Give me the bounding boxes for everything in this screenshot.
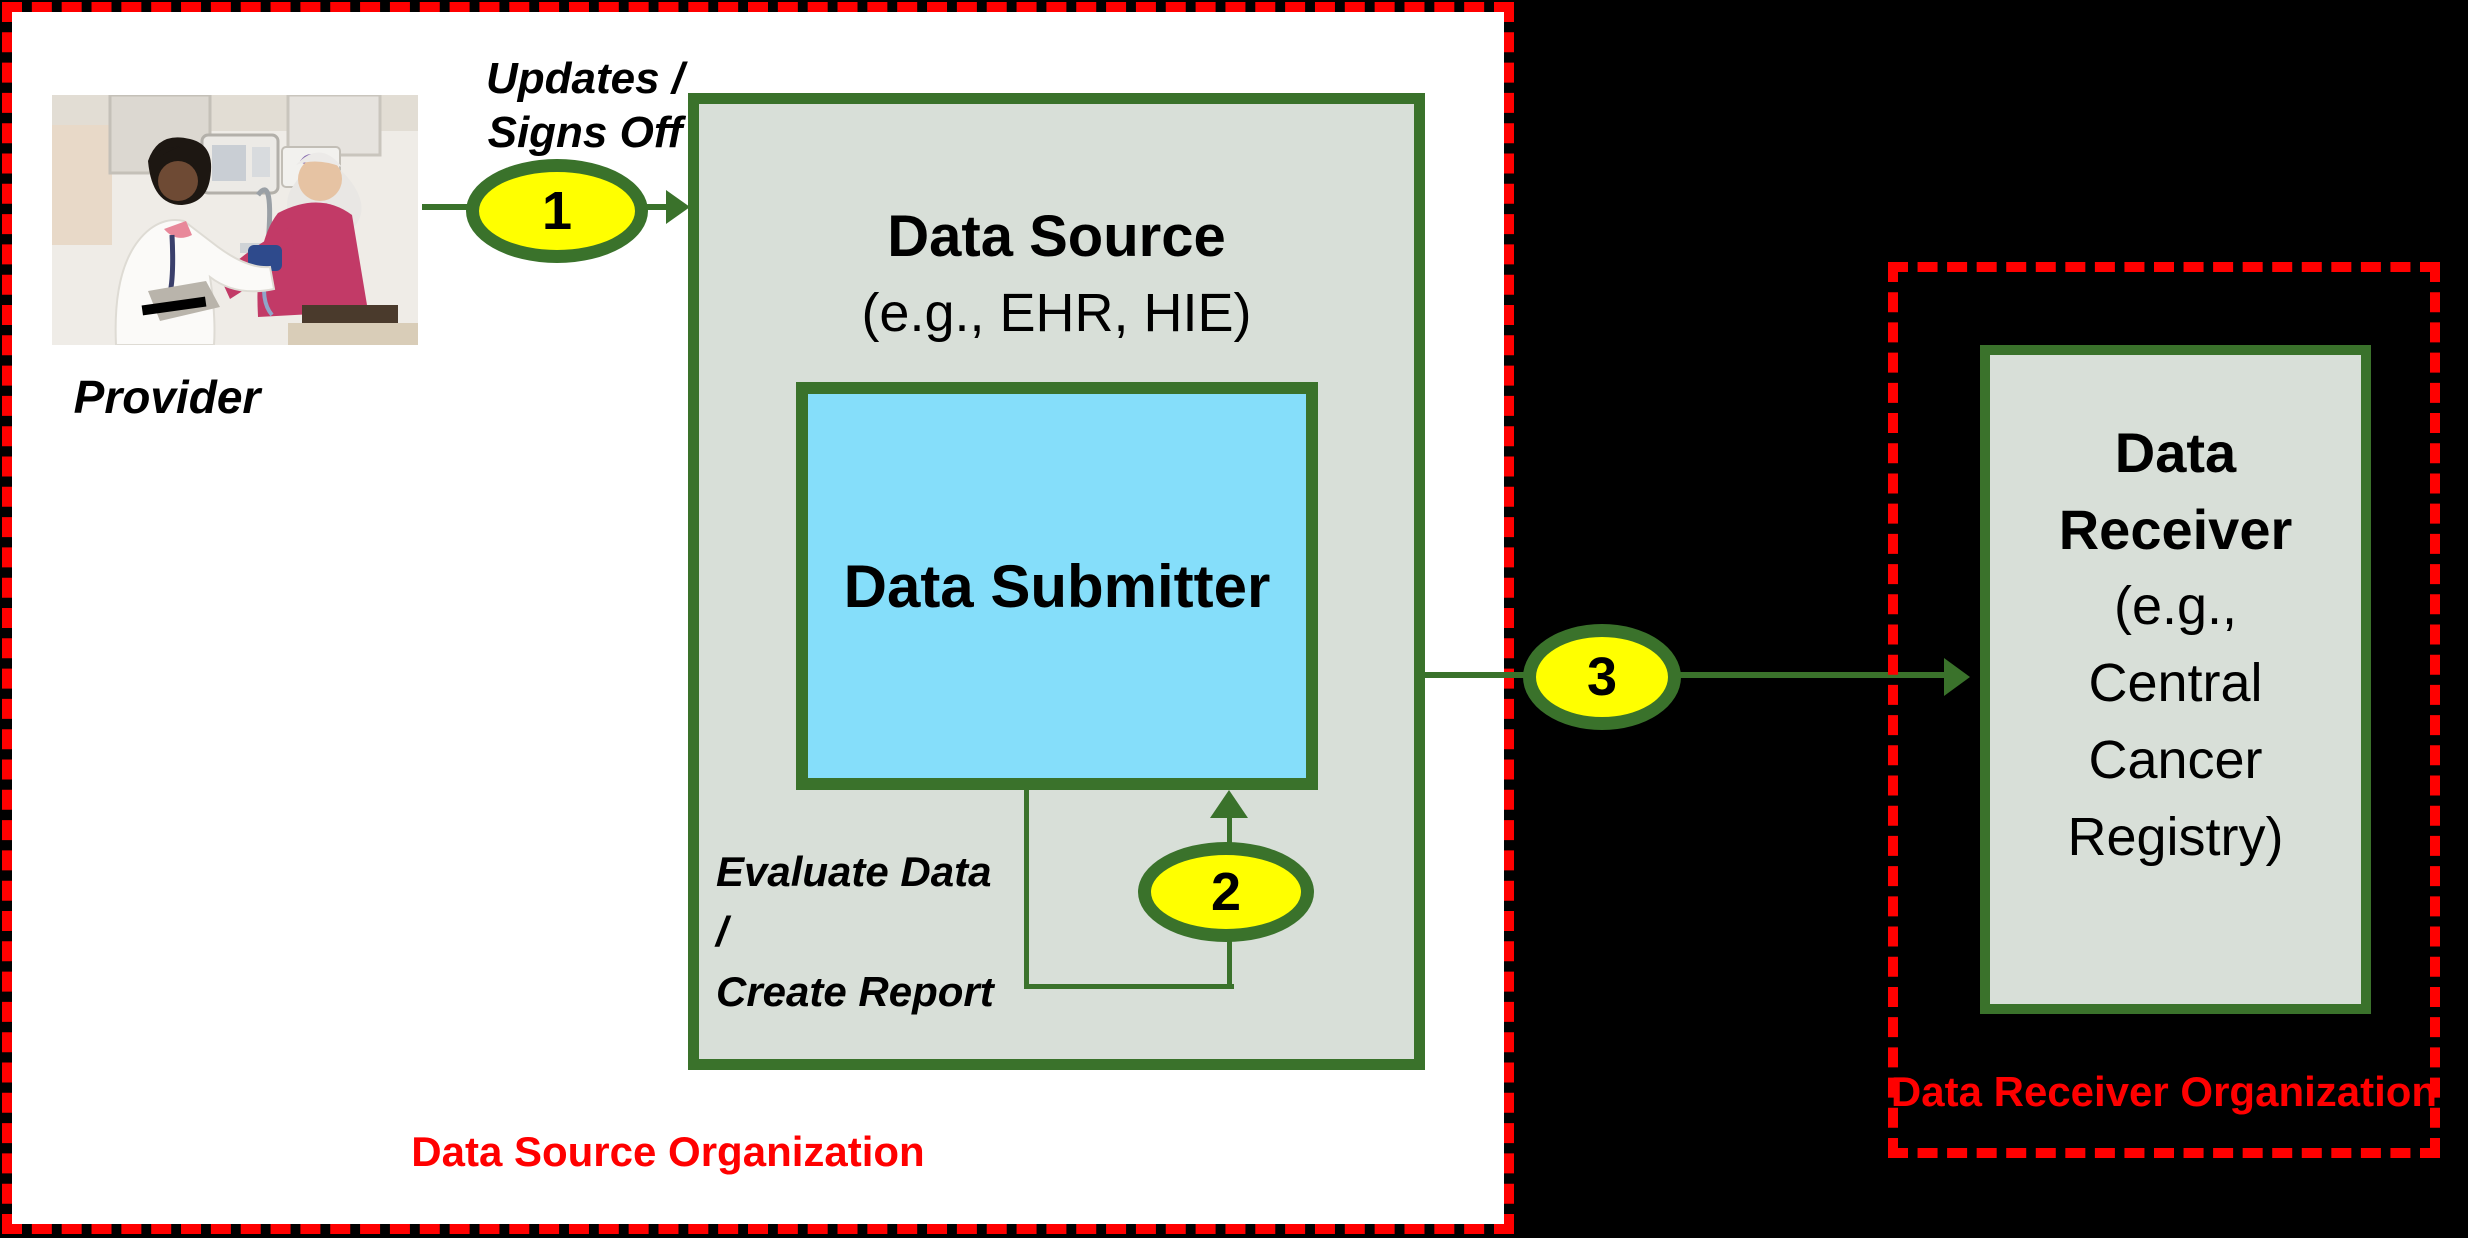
data-source-titles: Data Source (e.g., EHR, HIE): [688, 198, 1425, 350]
step2-label: Evaluate Data / Create Report: [716, 842, 996, 1022]
data-receiver-subtitle-line3: Cancer: [2088, 730, 2263, 790]
loop-arrow-bottom-segment: [1024, 984, 1234, 989]
data-receiver-subtitle-line2: Central: [2088, 653, 2263, 713]
arrowhead-loop-into-data-submitter: [1210, 790, 1248, 818]
provider-photo: [52, 95, 418, 345]
data-source-title: Data Source: [887, 204, 1226, 269]
data-receiver-title-line2: Receiver: [2058, 498, 2293, 561]
data-receiver-organization-label: Data Receiver Organization: [1890, 1068, 2438, 1115]
step2-label-line2: Create Report: [716, 968, 994, 1015]
loop-arrow-down-segment: [1024, 790, 1029, 988]
data-receiver-organization-boundary: [1888, 262, 2440, 1158]
step-badge-2: 2: [1138, 842, 1314, 942]
data-source-organization-label: Data Source Organization: [411, 1128, 925, 1175]
step-badge-1-number: 1: [541, 181, 573, 241]
step1-label-line2: Signs Off: [487, 108, 683, 157]
provider-label: Provider: [73, 371, 261, 423]
arrow-data-source-to-data-receiver: [1425, 672, 1945, 678]
data-submitter-title: Data Submitter: [843, 552, 1271, 620]
data-receiver-subtitle-line1: (e.g.,: [2113, 576, 2238, 636]
step1-label-line1: Updates /: [485, 54, 685, 103]
arrowhead-data-source-to-data-receiver: [1944, 658, 1970, 696]
data-receiver-subtitle-line4: Registry): [2067, 807, 2284, 867]
step-badge-1: 1: [466, 159, 648, 263]
data-receiver-box: [1980, 345, 2371, 1014]
data-receiver-title-line1: Data: [2114, 421, 2237, 484]
step-badge-3: 3: [1523, 624, 1681, 730]
data-receiver-titles: Data Receiver (e.g., Central Cancer Regi…: [1980, 414, 2371, 876]
step-badge-3-number: 3: [1586, 647, 1618, 707]
data-submitter-box: Data Submitter: [796, 382, 1318, 790]
step2-label-line1: Evaluate Data /: [716, 848, 992, 955]
arrowhead-provider-to-data-source: [666, 190, 690, 224]
step1-label: Updates / Signs Off: [460, 52, 710, 160]
step-badge-2-number: 2: [1210, 862, 1242, 922]
data-source-subtitle: (e.g., EHR, HIE): [861, 283, 1252, 343]
